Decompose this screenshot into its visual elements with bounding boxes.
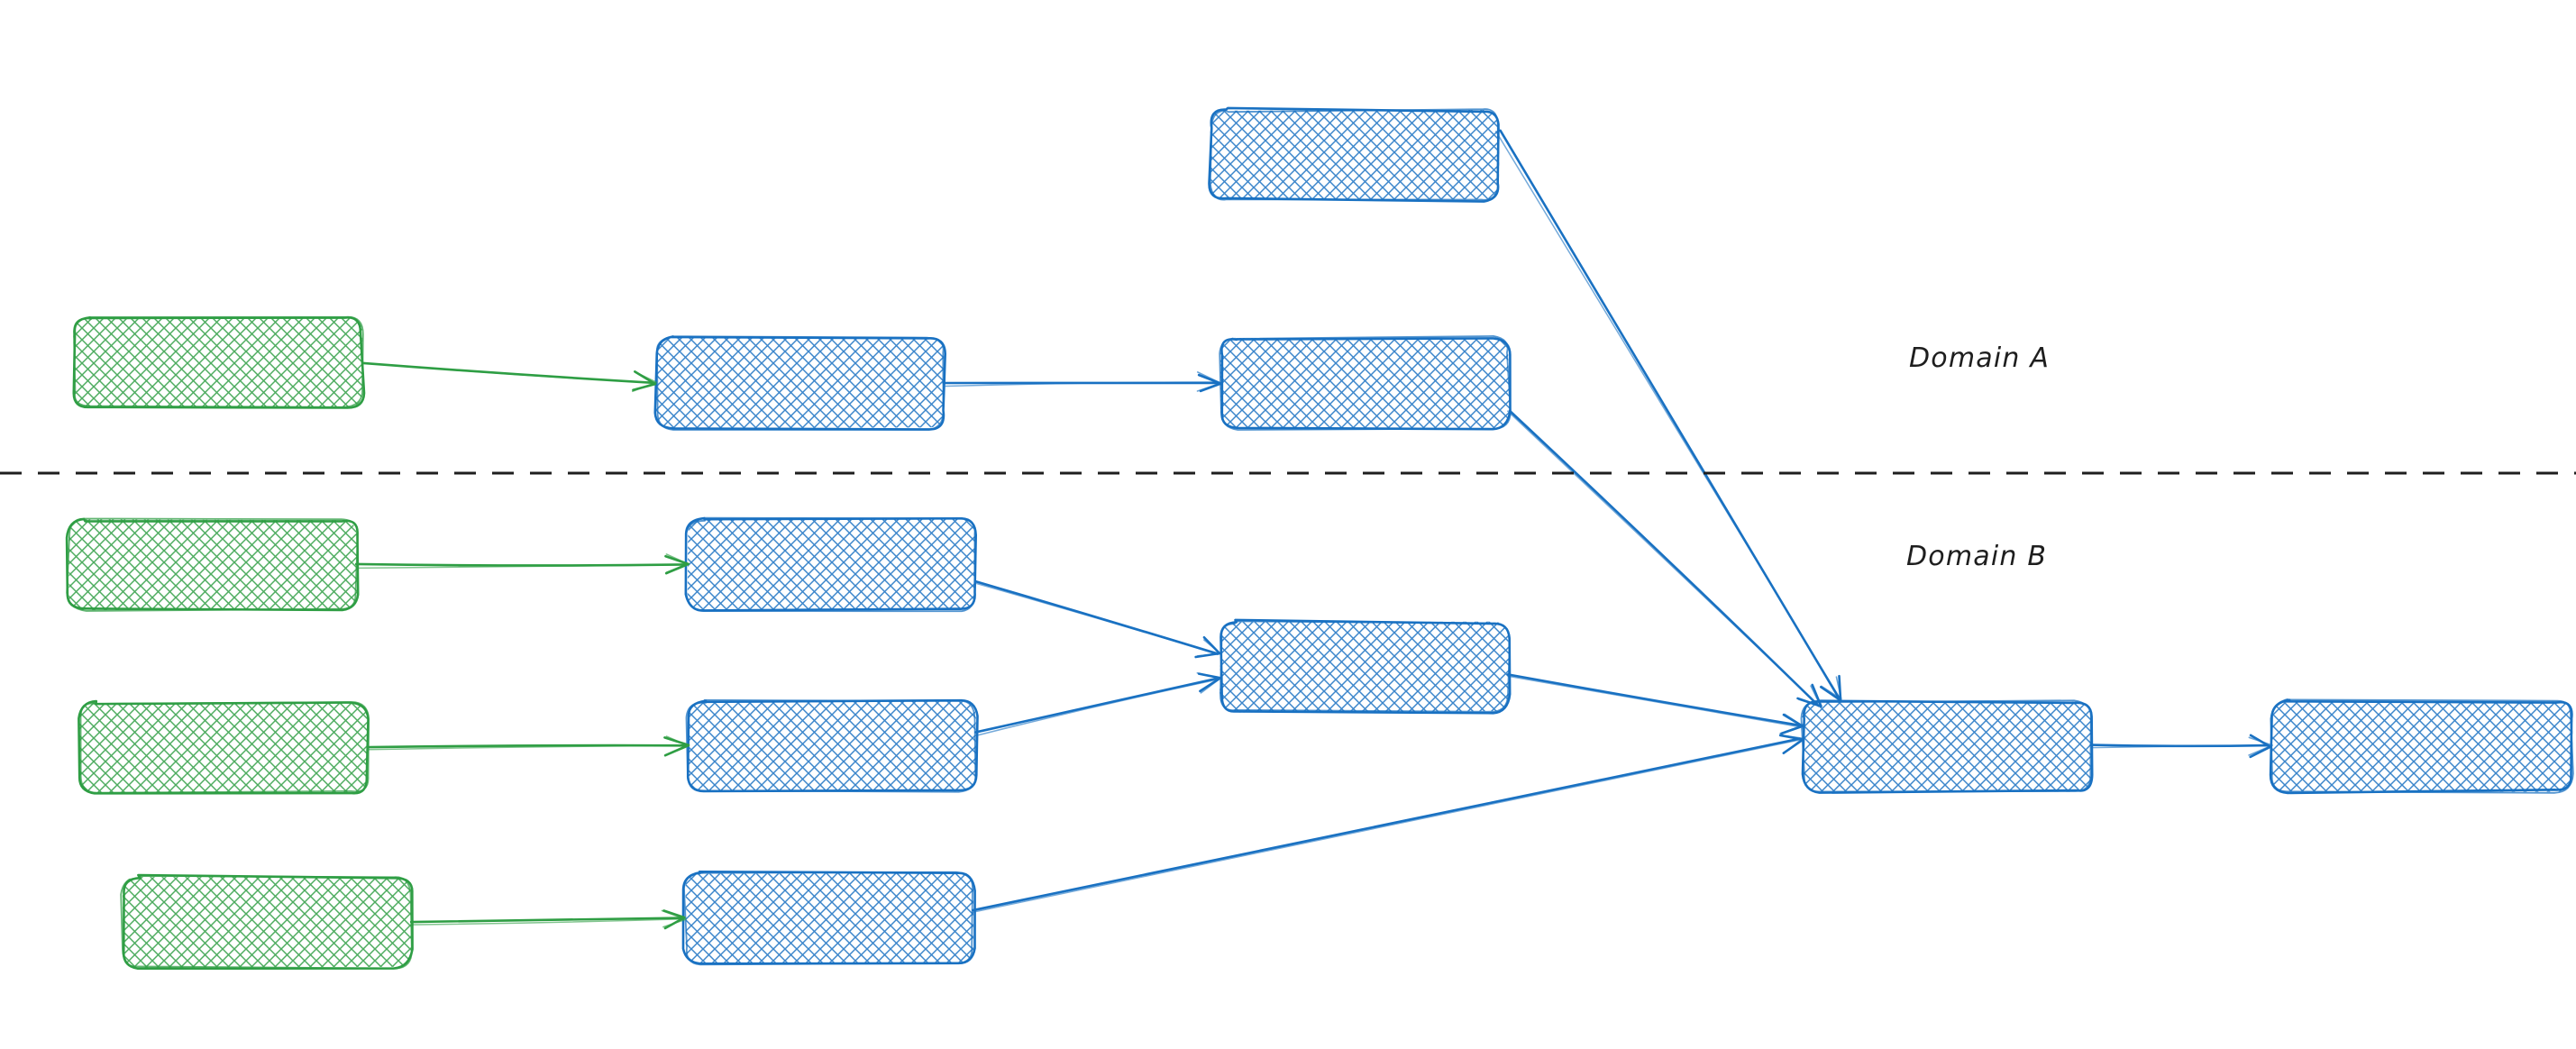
node-outline bbox=[655, 335, 945, 431]
node-b-a-top[interactable] bbox=[1208, 106, 1500, 203]
node-outline bbox=[79, 701, 370, 794]
node-b-b3[interactable] bbox=[681, 871, 976, 966]
node-outline bbox=[1219, 620, 1511, 713]
node-fill bbox=[1210, 110, 1500, 200]
node-fill bbox=[78, 702, 369, 793]
edge-e11[interactable] bbox=[1507, 409, 1822, 708]
node-b-out[interactable] bbox=[2269, 698, 2574, 795]
node-outline bbox=[1800, 699, 2092, 793]
edge-e9[interactable] bbox=[972, 734, 1804, 914]
node-outline bbox=[685, 698, 977, 793]
node-outline bbox=[73, 315, 364, 408]
node-fill bbox=[685, 872, 974, 963]
node-outline bbox=[685, 516, 976, 613]
node-fill bbox=[687, 519, 976, 610]
node-outline bbox=[120, 875, 413, 970]
node-b-a-mid[interactable] bbox=[653, 335, 946, 431]
node-fill bbox=[73, 317, 363, 407]
node-fill bbox=[2270, 701, 2573, 792]
node-fill bbox=[687, 700, 976, 792]
edge-e8[interactable] bbox=[1506, 673, 1804, 735]
node-fill bbox=[122, 876, 412, 968]
node-outline bbox=[122, 873, 414, 970]
edge-e7[interactable] bbox=[974, 671, 1222, 736]
node-outline bbox=[683, 871, 973, 966]
edge-e10[interactable] bbox=[1494, 129, 1842, 702]
edge-e6[interactable] bbox=[974, 580, 1222, 659]
edge-e5[interactable] bbox=[409, 909, 687, 930]
node-g-b3[interactable] bbox=[120, 873, 414, 970]
node-fill bbox=[69, 519, 358, 611]
edge-e1[interactable] bbox=[361, 361, 657, 393]
node-b-hub-mid[interactable] bbox=[1219, 618, 1512, 715]
node-fill bbox=[1802, 700, 2091, 792]
edge-e3[interactable] bbox=[354, 553, 690, 575]
node-g-b2[interactable] bbox=[78, 699, 370, 795]
node-b-hub[interactable] bbox=[1800, 699, 2094, 794]
node-fill bbox=[655, 337, 945, 429]
node-b-b1[interactable] bbox=[684, 516, 978, 613]
node-outline bbox=[2270, 698, 2574, 794]
node-fill bbox=[1219, 621, 1510, 713]
domain-b-label: Domain B bbox=[1906, 541, 2048, 572]
node-fill bbox=[1219, 337, 1510, 429]
edge-e4[interactable] bbox=[368, 735, 690, 757]
domain-a-label: Domain A bbox=[1909, 342, 2051, 374]
edge-e12[interactable] bbox=[2089, 734, 2273, 759]
node-b-b2[interactable] bbox=[685, 698, 979, 793]
node-g-b1[interactable] bbox=[65, 517, 360, 612]
node-outline bbox=[1219, 335, 1512, 431]
node-outline bbox=[66, 517, 359, 612]
node-g-a1[interactable] bbox=[72, 315, 366, 409]
edge-e2[interactable] bbox=[942, 371, 1222, 393]
node-outline bbox=[1209, 108, 1500, 201]
node-b-a-right[interactable] bbox=[1219, 335, 1512, 431]
